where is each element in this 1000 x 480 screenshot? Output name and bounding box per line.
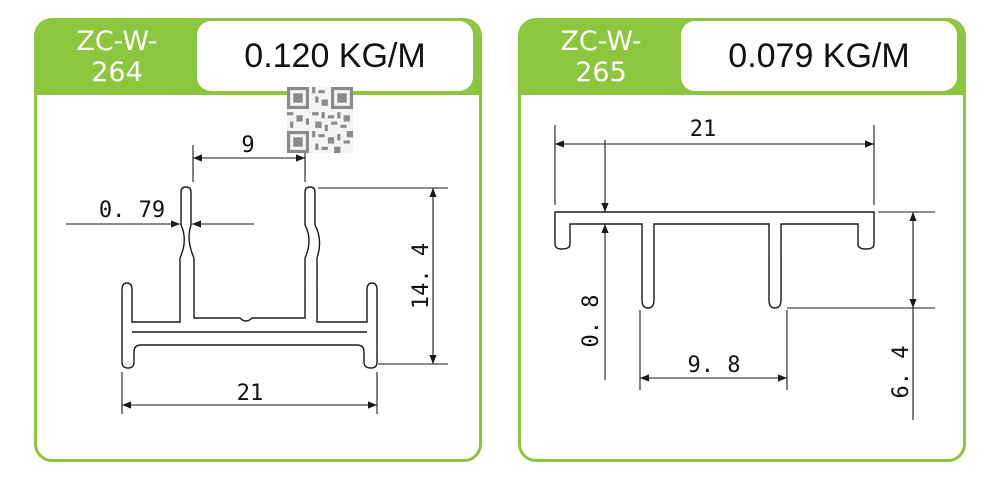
weight-box: 0.079 KG/M bbox=[681, 21, 957, 91]
weight-box: 0.120 KG/M bbox=[197, 21, 473, 91]
dim-264-height: 14. 4 bbox=[409, 243, 434, 309]
profile-264-drawing bbox=[121, 186, 378, 369]
dim-265-width: 21 bbox=[690, 117, 717, 142]
profile-code-line2: 265 bbox=[575, 57, 627, 88]
profile-weight: 0.079 KG/M bbox=[728, 36, 910, 75]
profile-265-dimensions bbox=[554, 125, 935, 420]
profile-code-line1: ZC-W- bbox=[76, 26, 158, 57]
dim-264-width: 21 bbox=[237, 381, 264, 406]
dim-264-wall: 0. 79 bbox=[99, 198, 165, 223]
dim-265-gap: 9. 8 bbox=[688, 353, 741, 378]
profile-code: ZC-W- 264 bbox=[37, 21, 197, 95]
profile-265-outline bbox=[554, 211, 875, 309]
card-header: ZC-W- 264 0.120 KG/M bbox=[37, 21, 479, 95]
dim-264-top-gap: 9 bbox=[241, 133, 254, 158]
profile-264-outline bbox=[121, 186, 378, 369]
dim-265-height: 6. 4 bbox=[889, 346, 914, 399]
profile-264-dimensions bbox=[66, 145, 448, 414]
qr-code-icon bbox=[287, 87, 353, 153]
profile-weight: 0.120 KG/M bbox=[244, 36, 426, 75]
profile-card-zc-w-264: ZC-W- 264 0.120 KG/M bbox=[34, 18, 482, 462]
profile-code: ZC-W- 265 bbox=[521, 21, 681, 95]
card-header: ZC-W- 265 0.079 KG/M bbox=[521, 21, 963, 95]
profile-code-line2: 264 bbox=[91, 57, 143, 88]
profile-card-zc-w-265: ZC-W- 265 0.079 KG/M bbox=[518, 18, 966, 462]
dim-265-thickness: 0. 8 bbox=[579, 295, 604, 348]
profile-265-drawing bbox=[554, 211, 875, 309]
profile-code-line1: ZC-W- bbox=[560, 26, 642, 57]
